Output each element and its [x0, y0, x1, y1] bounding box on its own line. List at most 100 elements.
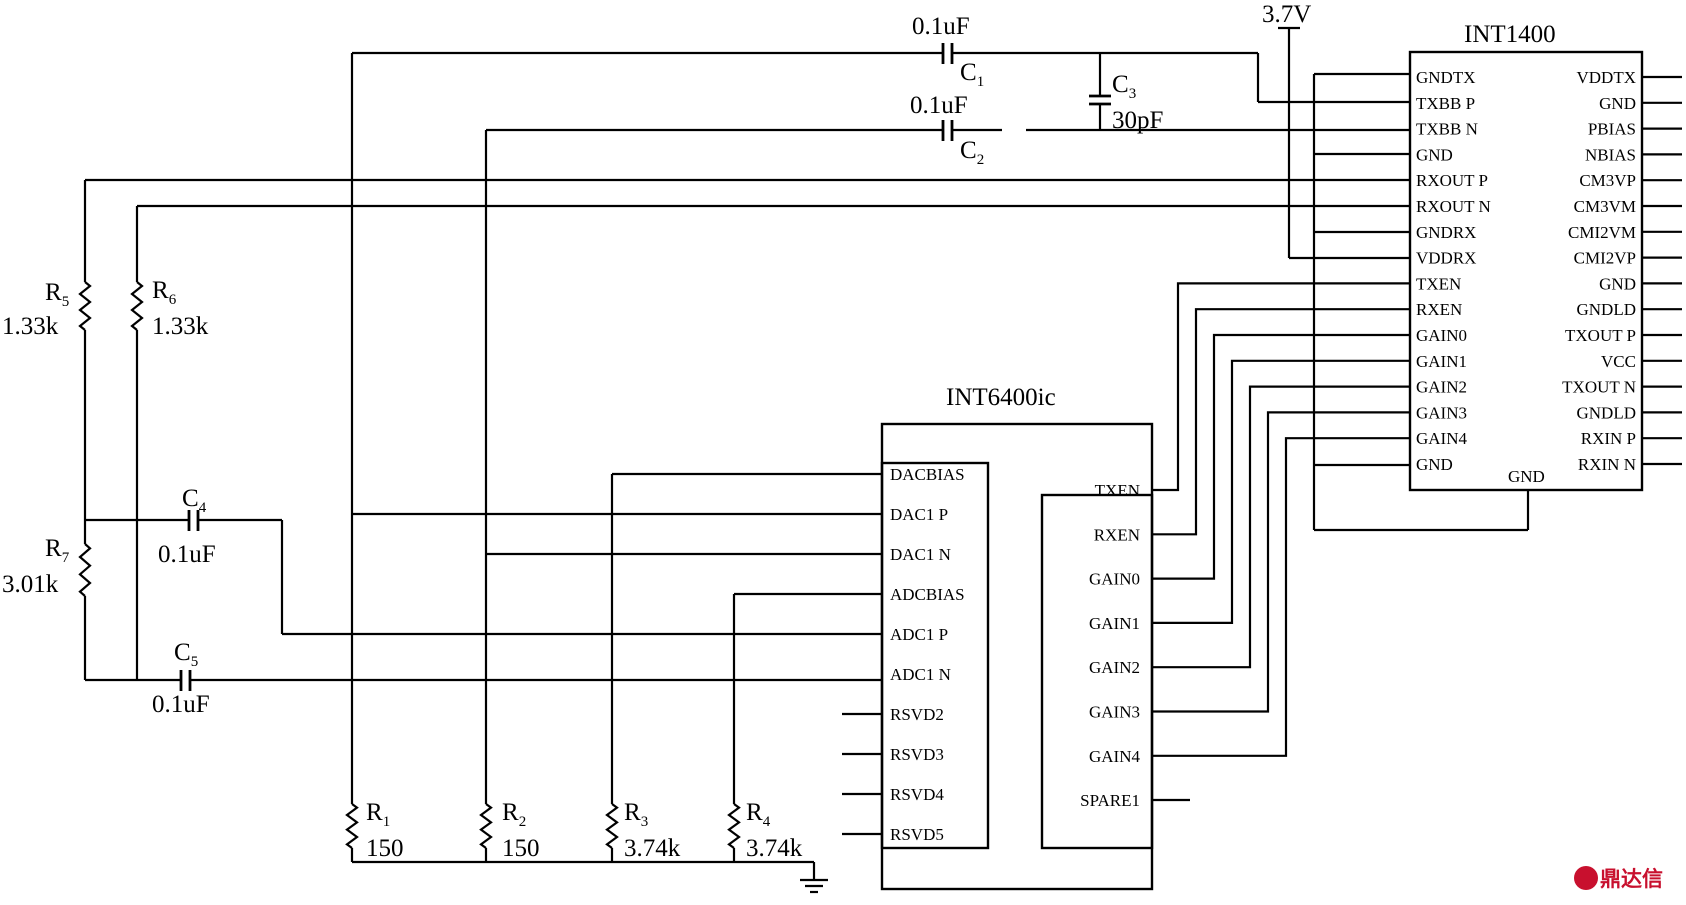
int1400-pin-right-label: PBIAS [1588, 120, 1636, 139]
supply-3v7: 3.7V [1262, 1, 1410, 260]
int6400-pin-right-label: GAIN2 [1089, 658, 1140, 677]
int6400-chip: INT6400ic DACBIAS DAC1 P DAC1 N ADCBIAS ADC1… [880, 384, 1154, 891]
int1400-pin-left-label: GNDTX [1416, 68, 1476, 87]
int1400-pin-right-label: CM3VM [1574, 197, 1636, 216]
int1400-ground-bus [1312, 72, 1530, 532]
control-net-wire [1152, 385, 1410, 669]
int1400-left-pins: GNDTX TXBB P TXBB N GND RXOUT P RXOUT N GNDRX V… [1416, 68, 1491, 474]
int1400-title: INT1400 [1464, 21, 1556, 48]
int6400-pin-right-label: TXEN [1095, 481, 1140, 500]
int1400-bottom-gnd-label: GND [1508, 467, 1545, 486]
int6400-pin-left-label: DACBIAS [890, 465, 965, 484]
unused-pin-stubs [842, 712, 1190, 836]
resistor-zigzag [479, 803, 493, 849]
int6400-pin-left-label: ADC1 P [890, 625, 948, 644]
control-net-wire [1152, 282, 1410, 492]
int1400-pin-right-label: NBIAS [1585, 145, 1636, 164]
rxout-nets [83, 178, 1410, 691]
int1400-pin-right-label: TXOUT N [1562, 378, 1636, 397]
int6400-pin-left-label: RSVD5 [890, 825, 944, 844]
watermark-badge-icon [1574, 866, 1598, 890]
c1-name: C1 [960, 59, 984, 90]
r4-value: 3.74k [746, 835, 803, 862]
resistor-zigzag [130, 281, 144, 331]
int6400-pin-left-label: RSVD3 [890, 745, 944, 764]
txbbn-net [484, 120, 1410, 862]
int1400-pin-right-label: GND [1599, 94, 1636, 113]
int1400-pin-right-label: RXIN N [1578, 455, 1636, 474]
int1400-pin-left-label: RXEN [1416, 300, 1462, 319]
r6-value: 1.33k [152, 313, 209, 340]
int6400-pin-left-label: DAC1 P [890, 505, 948, 524]
resistor-zigzag [727, 803, 741, 849]
resistor-zigzag [605, 803, 619, 849]
int1400-pin-left-label: TXBB P [1416, 94, 1475, 113]
int1400-pin-left-label: VDDRX [1416, 249, 1476, 268]
c4-name: C4 [182, 485, 207, 516]
int1400-pin-right-label: CMI2VM [1568, 223, 1636, 242]
int6400-pin-left-label: ADCBIAS [890, 585, 965, 604]
r1-name: R1 [366, 799, 390, 830]
int1400-pin-left-label: RXOUT P [1416, 171, 1488, 190]
r2-value: 150 [502, 835, 540, 862]
txbbp-net [350, 43, 1410, 862]
c2-value: 0.1uF [910, 92, 968, 119]
int1400-pin-left-label: GAIN0 [1416, 326, 1467, 345]
resistor-zigzag [78, 543, 92, 597]
int6400-title: INT6400ic [946, 384, 1056, 411]
int6400-pin-left-label: RSVD2 [890, 705, 944, 724]
c1-value: 0.1uF [912, 13, 970, 40]
resistor-zigzag [345, 803, 359, 849]
c5-value: 0.1uF [152, 691, 210, 718]
r2-name: R2 [502, 799, 526, 830]
int1400-body [1408, 50, 1644, 492]
control-net-wire [1152, 308, 1410, 536]
int1400-pin-right-label: VCC [1601, 352, 1636, 371]
int6400-pin-left-label: ADC1 N [890, 665, 951, 684]
r5-value: 1.33k [2, 313, 59, 340]
int1400-pin-left-label: TXEN [1416, 274, 1461, 293]
int6400-pin-right-label: GAIN1 [1089, 614, 1140, 633]
int1400-pin-right-label: TXOUT P [1565, 326, 1636, 345]
int6400-pin-right-label: GAIN4 [1089, 747, 1140, 766]
int1400-pin-right-label: CMI2VP [1574, 249, 1636, 268]
r5-name: R5 [45, 279, 69, 310]
watermark-text: 鼎达信 [1600, 867, 1663, 891]
c5-name: C5 [174, 639, 198, 670]
int1400-pin-left-label: GND [1416, 145, 1453, 164]
int1400-chip: INT1400 GNDTX TXBB P TXBB N GND RXOUT P RXOUT… [1408, 21, 1682, 492]
int6400-pin-left-label: RSVD4 [890, 785, 944, 804]
int6400-pin-right-label: SPARE1 [1080, 791, 1140, 810]
r3-value: 3.74k [624, 835, 681, 862]
c2-name: C2 [960, 137, 984, 168]
int6400-pin-right-label: GAIN3 [1089, 703, 1140, 722]
int1400-pin-right-label: RXIN P [1581, 429, 1636, 448]
int1400-pin-left-label: TXBB N [1416, 120, 1478, 139]
int1400-pin-right-label: GND [1599, 274, 1636, 293]
component-labels: 0.1uF C1 0.1uF C2 C3 30pF C4 0.1uF C5 0.… [2, 13, 1163, 862]
int1400-pin-right-label: GNDLD [1577, 403, 1637, 422]
resistors [78, 281, 741, 849]
int6400-left-block [880, 461, 990, 850]
int1400-pin-left-label: GAIN2 [1416, 378, 1467, 397]
int6400-pin-right-label: RXEN [1094, 525, 1140, 544]
control-nets [1152, 282, 1410, 757]
int6400-pin-left-label: DAC1 N [890, 545, 951, 564]
int1400-pin-left-label: GNDRX [1416, 223, 1476, 242]
int6400-right-block [1040, 493, 1154, 850]
r7-value: 3.01k [2, 571, 59, 598]
control-net-wire [1152, 411, 1410, 713]
c3-name: C3 [1112, 71, 1136, 102]
r1-value: 150 [366, 835, 404, 862]
ground-rail [352, 860, 828, 894]
watermark-logo: 鼎达信 [1574, 866, 1663, 891]
int1400-pin-left-label: GAIN4 [1416, 429, 1467, 448]
r3-name: R3 [624, 799, 648, 830]
int1400-right-pins: VDDTXGNDPBIASNBIASCM3VPCM3VMCMI2VMCMI2VP… [1562, 68, 1682, 474]
control-net-wire [1152, 333, 1410, 580]
int1400-pin-left-label: GAIN1 [1416, 352, 1467, 371]
r4-name: R4 [746, 799, 771, 830]
control-net-wire [1152, 437, 1410, 757]
int1400-pin-left-label: RXOUT N [1416, 197, 1491, 216]
